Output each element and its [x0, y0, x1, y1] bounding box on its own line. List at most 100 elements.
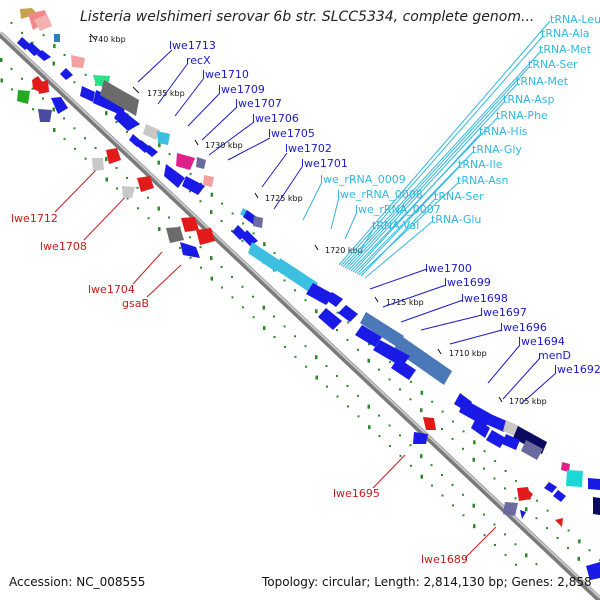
- gene-arrow: [521, 440, 543, 460]
- tick-dot: [231, 296, 234, 299]
- trna-label: tRNA-Asn: [457, 174, 508, 187]
- gene-arrow: [326, 292, 343, 307]
- gene-label: lwe1704: [88, 283, 135, 296]
- gene-arrow: [306, 283, 333, 305]
- tick-dot: [273, 315, 275, 318]
- tick-dot: [546, 509, 549, 512]
- gene-arrow: [145, 145, 158, 157]
- tick-dot: [357, 348, 359, 351]
- trna-label: tRNA-Ser: [434, 190, 484, 203]
- kbp-tick: 1710 kbp: [449, 349, 487, 358]
- tick-dot: [315, 355, 318, 360]
- tick-dot: [336, 395, 339, 398]
- tick-dot: [31, 41, 34, 44]
- gene-arrow: [471, 418, 490, 438]
- gene-arrow: [561, 462, 570, 472]
- gene-label: lwe1700: [425, 262, 472, 275]
- tick-dot: [231, 212, 234, 215]
- tick-dot: [105, 111, 108, 116]
- tick-dot: [304, 299, 307, 302]
- gene-label: lwe1713: [169, 39, 216, 52]
- tick-dot: [420, 454, 423, 459]
- gene-arrow: [93, 90, 126, 116]
- tick-dot: [283, 279, 286, 282]
- tick-dot: [94, 147, 97, 150]
- gene-arrow: [503, 502, 518, 516]
- tick-dot: [221, 286, 223, 289]
- tick-dot: [389, 361, 392, 364]
- tick-dot: [535, 517, 538, 520]
- tick-dot: [168, 153, 171, 156]
- tick-dot: [504, 533, 506, 536]
- tick-dot: [74, 147, 76, 150]
- tick-dot: [431, 400, 434, 403]
- tick-dot: [10, 21, 13, 24]
- tick-dot: [84, 137, 86, 140]
- gene-arrow: [157, 131, 170, 145]
- tick-dot: [483, 513, 485, 516]
- gene-label: lwe1707: [235, 97, 282, 110]
- gene-label: lwe1705: [268, 127, 315, 140]
- tick-dot: [388, 378, 391, 381]
- tick-dot: [273, 336, 276, 338]
- genome-backbone: [0, 31, 600, 600]
- tick-dot: [31, 87, 34, 90]
- tick-dot: [525, 553, 528, 558]
- tick-dot: [73, 81, 76, 84]
- tick-dot: [189, 190, 191, 193]
- gene-label: recX: [186, 54, 211, 67]
- tick-dot: [399, 454, 402, 457]
- tick-dot: [11, 88, 13, 91]
- tick-dot: [231, 229, 233, 232]
- feature-labels: lwe1713 recX lwe1710 lwe1709 lwe1707 lwe…: [11, 13, 600, 566]
- tick-dot: [157, 206, 160, 211]
- gene-arrow: [143, 124, 160, 140]
- gene-arrow: [524, 490, 533, 500]
- tick-dot: [336, 375, 338, 377]
- tick-dot: [294, 355, 297, 358]
- tick-dot: [347, 405, 349, 408]
- trna-label: tRNA-Gly: [472, 143, 522, 156]
- rrna-arrow: [276, 258, 318, 294]
- gene-label: lwe1708: [40, 240, 87, 253]
- tick-dot: [63, 54, 66, 56]
- tick-dot: [52, 61, 55, 66]
- gene-arrow: [593, 497, 600, 515]
- gene-label: lwe1712: [11, 212, 58, 225]
- tick-dot: [578, 539, 581, 544]
- tick-dot: [535, 563, 538, 566]
- gene-arrow: [129, 134, 141, 147]
- gene-arrow: [26, 42, 42, 56]
- gene-label: lwe1689: [421, 553, 468, 566]
- gene-arrow: [394, 335, 452, 385]
- gene-features: [17, 8, 600, 580]
- gene-arrow: [180, 242, 200, 258]
- gene-label: lwe1692: [554, 363, 600, 376]
- gene-arrow: [122, 186, 135, 198]
- tick-dot: [399, 388, 401, 391]
- tick-dot: [252, 295, 254, 298]
- gene-arrow: [71, 55, 85, 68]
- tick-dot: [451, 483, 454, 486]
- tick-dot: [252, 316, 255, 319]
- tick-dot: [158, 143, 161, 148]
- tick-dot: [452, 504, 454, 507]
- tick-dot: [220, 266, 223, 268]
- tick-dot: [10, 67, 13, 70]
- gene-arrow: [553, 490, 566, 502]
- gene-label: lwe1695: [333, 487, 380, 500]
- tick-dot: [441, 428, 443, 430]
- tick-dot: [493, 477, 496, 480]
- tick-dot: [105, 177, 108, 182]
- gene-arrow: [203, 175, 214, 187]
- tick-dot: [514, 543, 517, 546]
- gene-arrow: [486, 430, 506, 448]
- gene-arrow: [137, 176, 154, 192]
- tick-dot: [21, 77, 23, 80]
- tick-dot: [441, 494, 444, 497]
- tick-dot: [21, 31, 23, 34]
- tick-dot: [158, 227, 161, 232]
- kbp-tick: 1740 kbp: [88, 35, 126, 44]
- tick-dot: [210, 276, 213, 281]
